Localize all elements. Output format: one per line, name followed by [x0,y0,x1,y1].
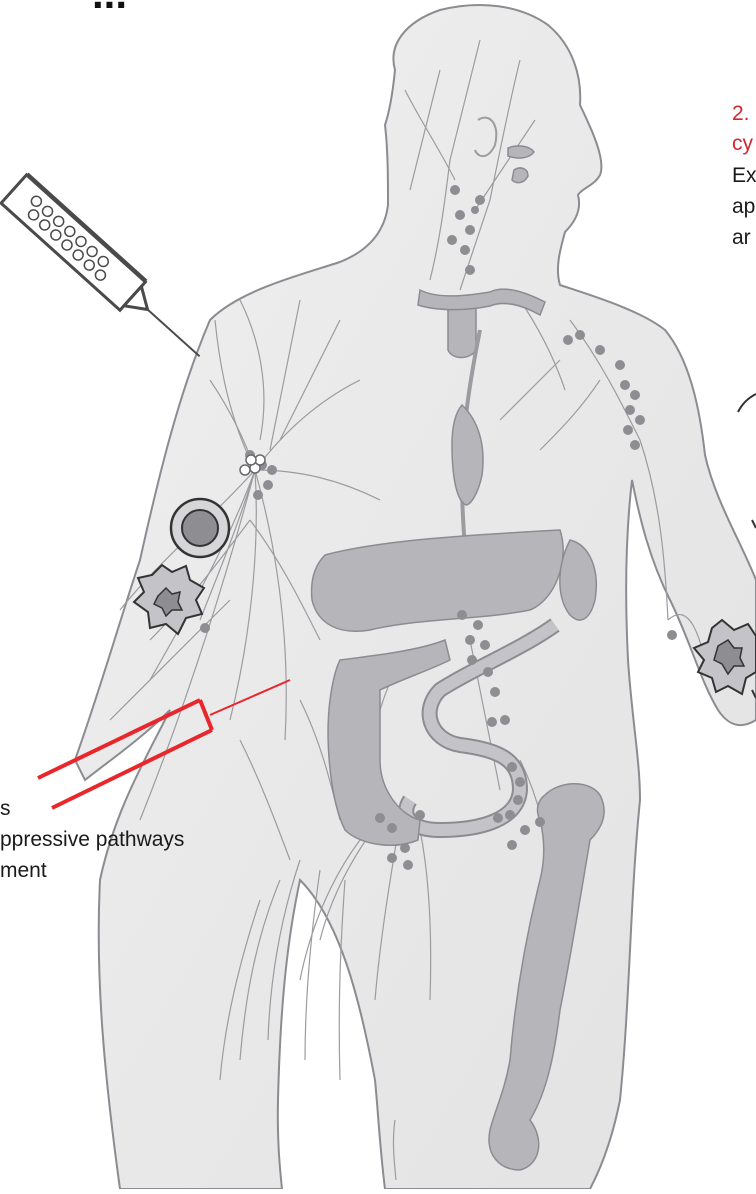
head-gland-1 [508,146,534,158]
right-label-line-1: Ex [732,162,756,190]
right-label-line-3: ar [732,224,751,252]
right-label-red-fragment: cy [732,130,753,158]
right-label-line-2: ap [732,193,755,221]
left-label-line-1: s [0,795,11,823]
syringe-icon [1,173,214,370]
head-gland-2 [512,168,528,183]
left-label-line-3: ment [0,857,47,885]
right-label-step: 2. [732,100,750,128]
immune-cell-icon [171,499,229,557]
heading-fragment: ... [92,0,127,18]
left-label-line-2: ppressive pathways [0,826,184,854]
